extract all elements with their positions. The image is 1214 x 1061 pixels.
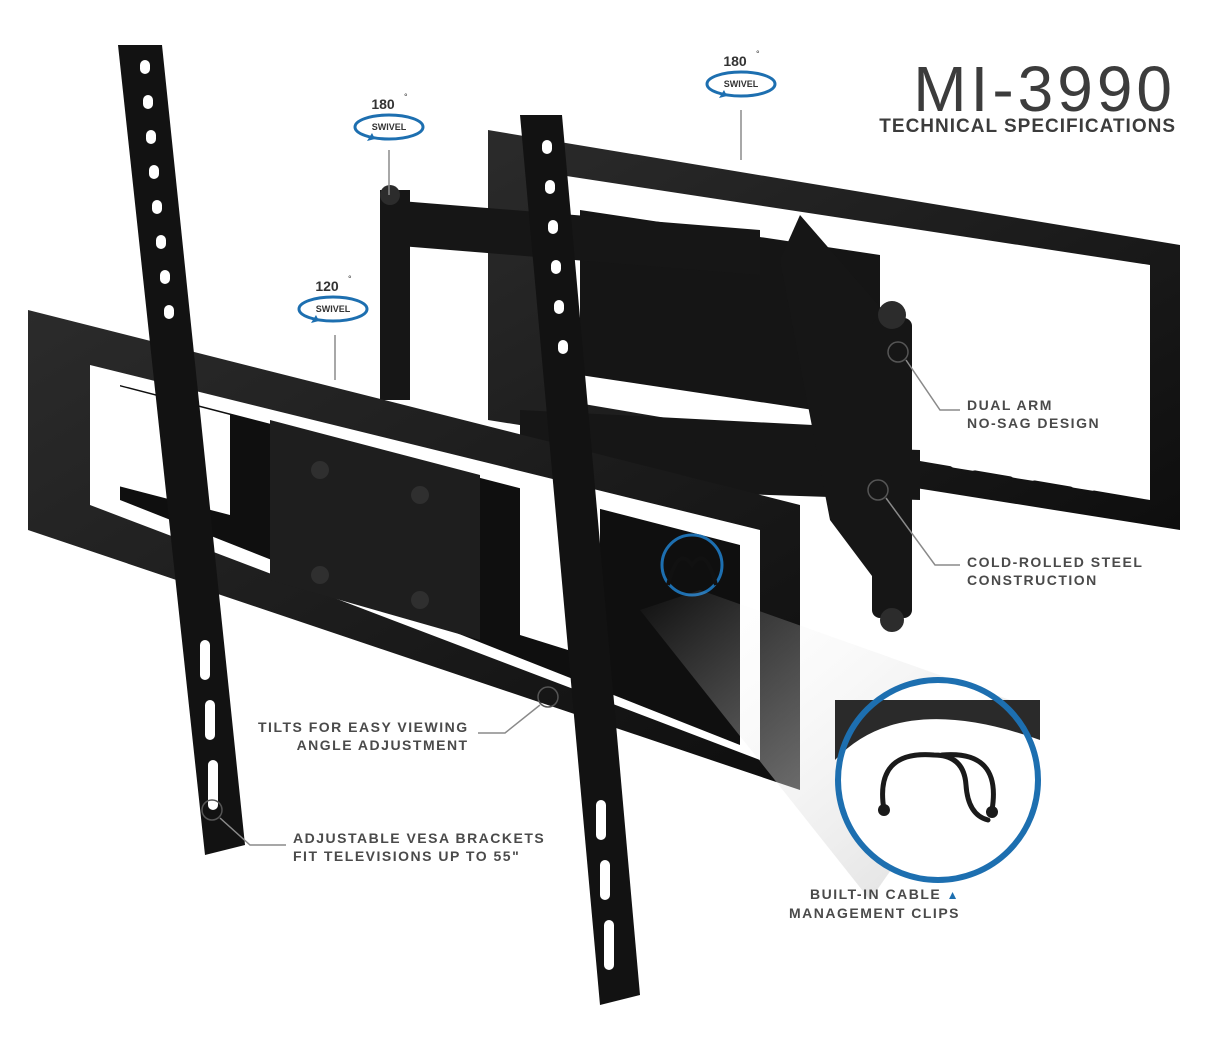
swivel-degrees-2: 180 (723, 53, 747, 69)
leader-lines (201, 110, 960, 846)
vesa-brackets (118, 45, 640, 1005)
svg-text:°: ° (756, 49, 760, 59)
swivel-degrees-1: 180 (371, 96, 395, 112)
swivel-degrees-3: 120 (315, 278, 339, 294)
callout-tilt: TILTS FOR EASY VIEWING ANGLE ADJUSTMENT (258, 719, 469, 753)
callout-steel: COLD-ROLLED STEEL CONSTRUCTION (967, 554, 1144, 588)
callout-cable: BUILT-IN CABLE ▲ MANAGEMENT CLIPS (789, 886, 960, 921)
svg-text:°: ° (404, 92, 408, 102)
callout-vesa: ADJUSTABLE VESA BRACKETS FIT TELEVISIONS… (293, 830, 546, 864)
callout-dual-arm: DUAL ARM NO-SAG DESIGN (967, 397, 1101, 431)
swivel-icon-3: 120 ° SWIVEL (297, 274, 369, 323)
model-title: MI-3990 (913, 53, 1176, 125)
swivel-label-3: SWIVEL (316, 304, 351, 314)
cable-clip-zoom (835, 677, 1041, 883)
swivel-label-2: SWIVEL (724, 79, 759, 89)
svg-text:°: ° (348, 274, 352, 284)
swivel-label-1: SWIVEL (372, 122, 407, 132)
swivel-icon-2: 180 ° SWIVEL (705, 49, 777, 98)
triangle-up-icon: ▲ (946, 888, 960, 902)
model-subtitle: TECHNICAL SPECIFICATIONS (879, 116, 1176, 137)
swivel-icon-1: 180 ° SWIVEL (353, 92, 425, 141)
